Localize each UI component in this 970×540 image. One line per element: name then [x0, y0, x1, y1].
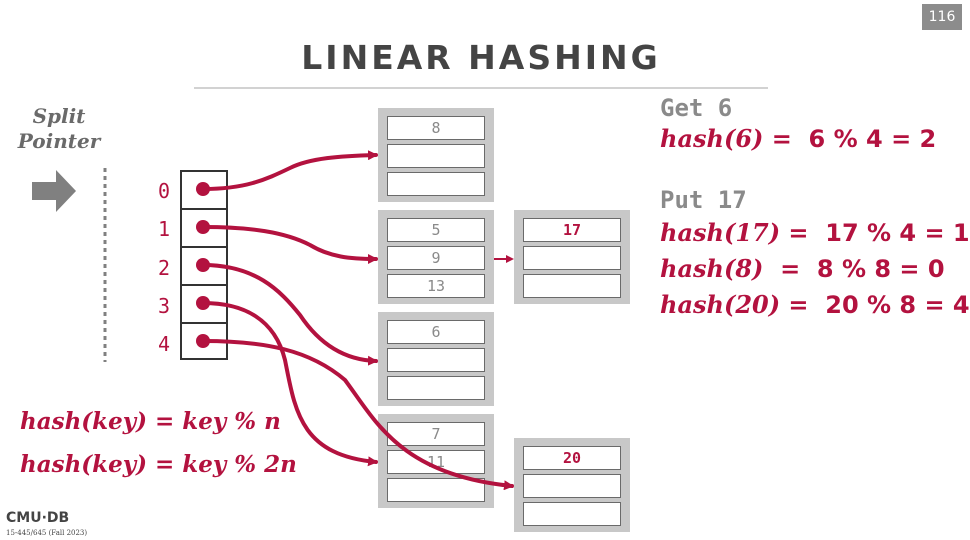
bucket-4-slot-0: 20 — [523, 446, 621, 470]
dir-pointer-dot-2 — [196, 258, 210, 272]
bucket-0-slot-0: 8 — [387, 116, 485, 140]
dir-pointer-dot-4 — [196, 334, 210, 348]
put-hash3-lhs: hash(20) — [660, 290, 781, 319]
overflow-bucket-1-slot-0: 17 — [523, 218, 621, 242]
put-hash2-lhs: hash(8) — [660, 254, 764, 283]
split-pointer-line1: Split — [32, 104, 86, 128]
dir-pointer-dot-0 — [196, 182, 210, 196]
bucket-2: 6 — [378, 312, 494, 406]
directory-index-1: 1 — [157, 217, 171, 241]
get-hash-lhs: hash(6) — [660, 124, 764, 153]
bucket-2-slot-0: 6 — [387, 320, 485, 344]
bucket-1-slot-0: 5 — [387, 218, 485, 242]
bucket-1-slot-1: 9 — [387, 246, 485, 270]
course-label: 15-445/645 (Fall 2023) — [6, 529, 88, 537]
arrow-dir1-to-bucket1 — [201, 225, 378, 264]
put-hash-line-3: hash(20) = 20 % 8 = 4 — [660, 290, 970, 319]
get-op-label: Get 6 — [660, 94, 733, 122]
bucket-3-slot-2 — [387, 478, 485, 502]
split-pointer-line2: Pointer — [17, 129, 101, 153]
overflow-bucket-1: 17 — [514, 210, 630, 304]
dir-pointer-dot-3 — [196, 296, 210, 310]
bucket-3: 7 11 — [378, 414, 494, 508]
bucket-4-slot-2 — [523, 502, 621, 526]
get-hash-rhs: = 6 % 4 = 2 — [763, 125, 937, 153]
directory-index-4: 4 — [157, 332, 171, 356]
bucket-2-slot-2 — [387, 376, 485, 400]
dir-pointer-dot-1 — [196, 220, 210, 234]
title-divider — [194, 87, 768, 89]
put-hash1-rhs: = 17 % 4 = 1 — [780, 219, 970, 247]
arrow-dir3-to-bucket3 — [201, 301, 378, 467]
bucket-4-slot-1 — [523, 474, 621, 498]
bucket-3-slot-0: 7 — [387, 422, 485, 446]
slide-number: 116 — [922, 4, 962, 30]
split-pointer-line — [103, 168, 107, 362]
put-op-label: Put 17 — [660, 186, 747, 214]
bucket-0-slot-2 — [387, 172, 485, 196]
bucket-1: 5 9 13 — [378, 210, 494, 304]
cmu-db-logo: CMU·DB — [6, 510, 70, 526]
get-hash-line: hash(6) = 6 % 4 = 2 — [660, 124, 936, 153]
arrow-dir4-to-bucket4 — [201, 339, 514, 491]
split-pointer-label: Split Pointer — [12, 104, 106, 154]
bucket-0-slot-1 — [387, 144, 485, 168]
hash-formula-2n: hash(key) = key % 2n — [20, 451, 297, 478]
bucket-1-slot-2: 13 — [387, 274, 485, 298]
put-hash-line-2: hash(8) = 8 % 8 = 0 — [660, 254, 945, 283]
overflow-bucket-1-slot-2 — [523, 274, 621, 298]
arrow-dir2-to-bucket2 — [201, 263, 378, 366]
directory-index-3: 3 — [157, 294, 171, 318]
hash-formula-n: hash(key) = key % n — [20, 408, 281, 435]
arrow-dir0-to-bucket0 — [201, 150, 378, 191]
directory-index-2: 2 — [157, 256, 171, 280]
bucket-2-slot-1 — [387, 348, 485, 372]
bucket-4: 20 — [514, 438, 630, 532]
put-hash2-rhs: = 8 % 8 = 0 — [763, 255, 945, 283]
directory-index-0: 0 — [157, 179, 171, 203]
put-hash3-rhs: = 20 % 8 = 4 — [780, 291, 970, 319]
bucket-0: 8 — [378, 108, 494, 202]
put-hash-line-1: hash(17) = 17 % 4 = 1 — [660, 218, 970, 247]
right-arrow-icon — [32, 170, 76, 212]
put-hash1-lhs: hash(17) — [660, 218, 781, 247]
slide-title: LINEAR HASHING — [301, 38, 661, 77]
overflow-bucket-1-slot-1 — [523, 246, 621, 270]
